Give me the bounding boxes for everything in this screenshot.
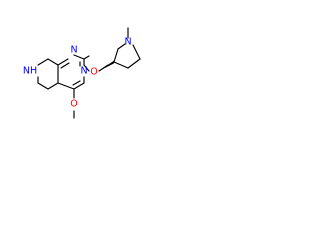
bond bbox=[132, 44, 141, 60]
bond bbox=[37, 58, 49, 66]
molecule-structure: NH N N O O N bbox=[23, 27, 141, 119]
bond bbox=[57, 58, 69, 66]
stereo-wedge-bond bbox=[99, 60, 114, 71]
bond bbox=[113, 48, 119, 63]
bond bbox=[73, 54, 85, 60]
bond bbox=[83, 55, 90, 60]
methoxy-o-label: O bbox=[70, 99, 77, 110]
bond bbox=[57, 82, 75, 90]
bond bbox=[47, 58, 59, 66]
bond bbox=[113, 61, 129, 69]
amine-nh-label: NH bbox=[23, 66, 37, 77]
bond bbox=[127, 58, 141, 69]
ether-o-label: O bbox=[90, 67, 97, 78]
pyrrolidine-n-label: N bbox=[124, 37, 131, 48]
atom-labels: NH N N O O N bbox=[23, 37, 132, 110]
bond bbox=[83, 64, 90, 72]
bond bbox=[72, 80, 81, 86]
bond-lines bbox=[37, 27, 141, 119]
bond bbox=[117, 43, 126, 50]
bond bbox=[60, 62, 70, 69]
ring-n-upper-label: N bbox=[70, 45, 77, 56]
bond bbox=[37, 82, 49, 90]
bond bbox=[73, 82, 85, 90]
ring-n-lower-label: N bbox=[80, 66, 87, 77]
bond bbox=[47, 82, 59, 90]
